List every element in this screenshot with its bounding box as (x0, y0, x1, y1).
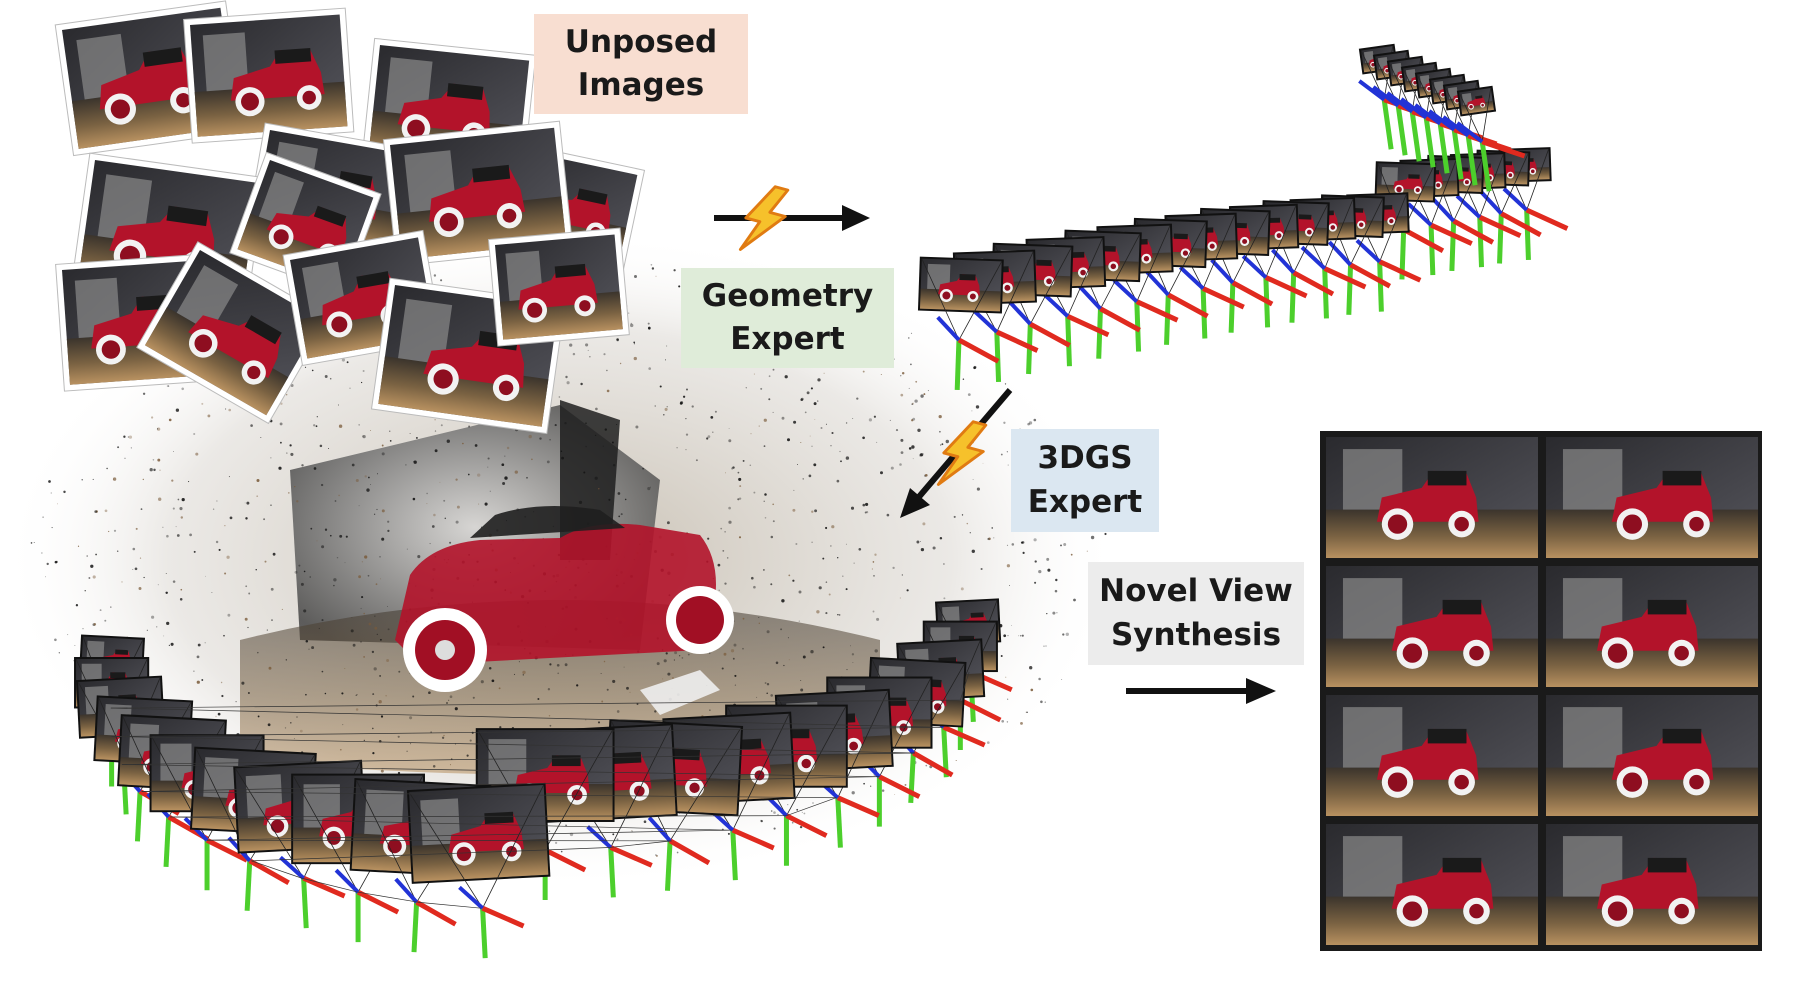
arrow-to-novel-views (1126, 678, 1276, 704)
lightning-bolt-icon (738, 185, 790, 251)
label-nvs-line2: Synthesis (1110, 616, 1282, 653)
arrow-to-geometry (714, 205, 870, 231)
label-3dgs-line1: 3DGS (1037, 440, 1133, 477)
unposed-images-stack (54, 0, 646, 435)
label-box-unposed (534, 14, 748, 114)
camera-trajectory-bottom (74, 598, 1013, 959)
label-geometry-line1: Geometry (701, 277, 874, 314)
label-box-3dgs (1011, 429, 1159, 532)
label-box-nvs (1088, 562, 1304, 665)
novel-view-grid (1320, 431, 1762, 951)
camera-trajectory-top (917, 43, 1569, 391)
reconstructed-car (395, 506, 734, 715)
label-3dgs-expert: 3DGS Expert (1011, 429, 1159, 532)
label-nvs-line1: Novel View (1099, 573, 1293, 610)
label-3dgs-line2: Expert (1027, 483, 1143, 520)
label-geometry-line2: Expert (730, 321, 845, 357)
label-unposed-line1: Unposed (564, 23, 718, 60)
label-unposed-images: Unposed Images (534, 14, 748, 114)
label-novel-view-synthesis: Novel View Synthesis (1088, 562, 1304, 665)
label-unposed-line2: Images (577, 67, 705, 103)
label-geometry-expert: Geometry Expert (681, 268, 894, 368)
lightning-bolt-icon (936, 420, 988, 486)
label-box-geometry (681, 268, 894, 368)
